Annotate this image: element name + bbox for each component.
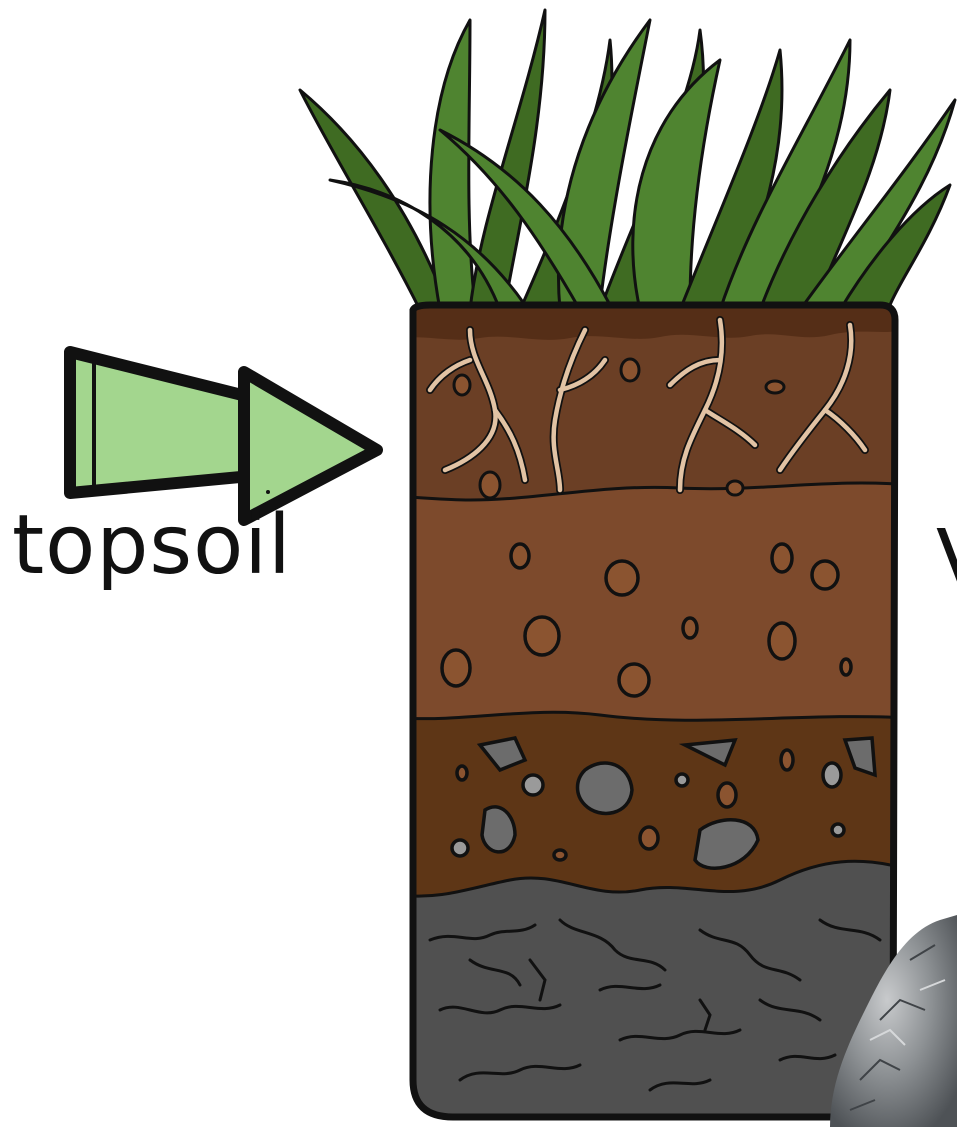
soil-column bbox=[400, 300, 910, 1127]
double-arrow-right-icon bbox=[70, 352, 377, 520]
topsoil-label: topsoil bbox=[12, 505, 292, 587]
cropped-label-fragment: V bbox=[936, 520, 957, 602]
grass-tuft bbox=[300, 10, 955, 310]
